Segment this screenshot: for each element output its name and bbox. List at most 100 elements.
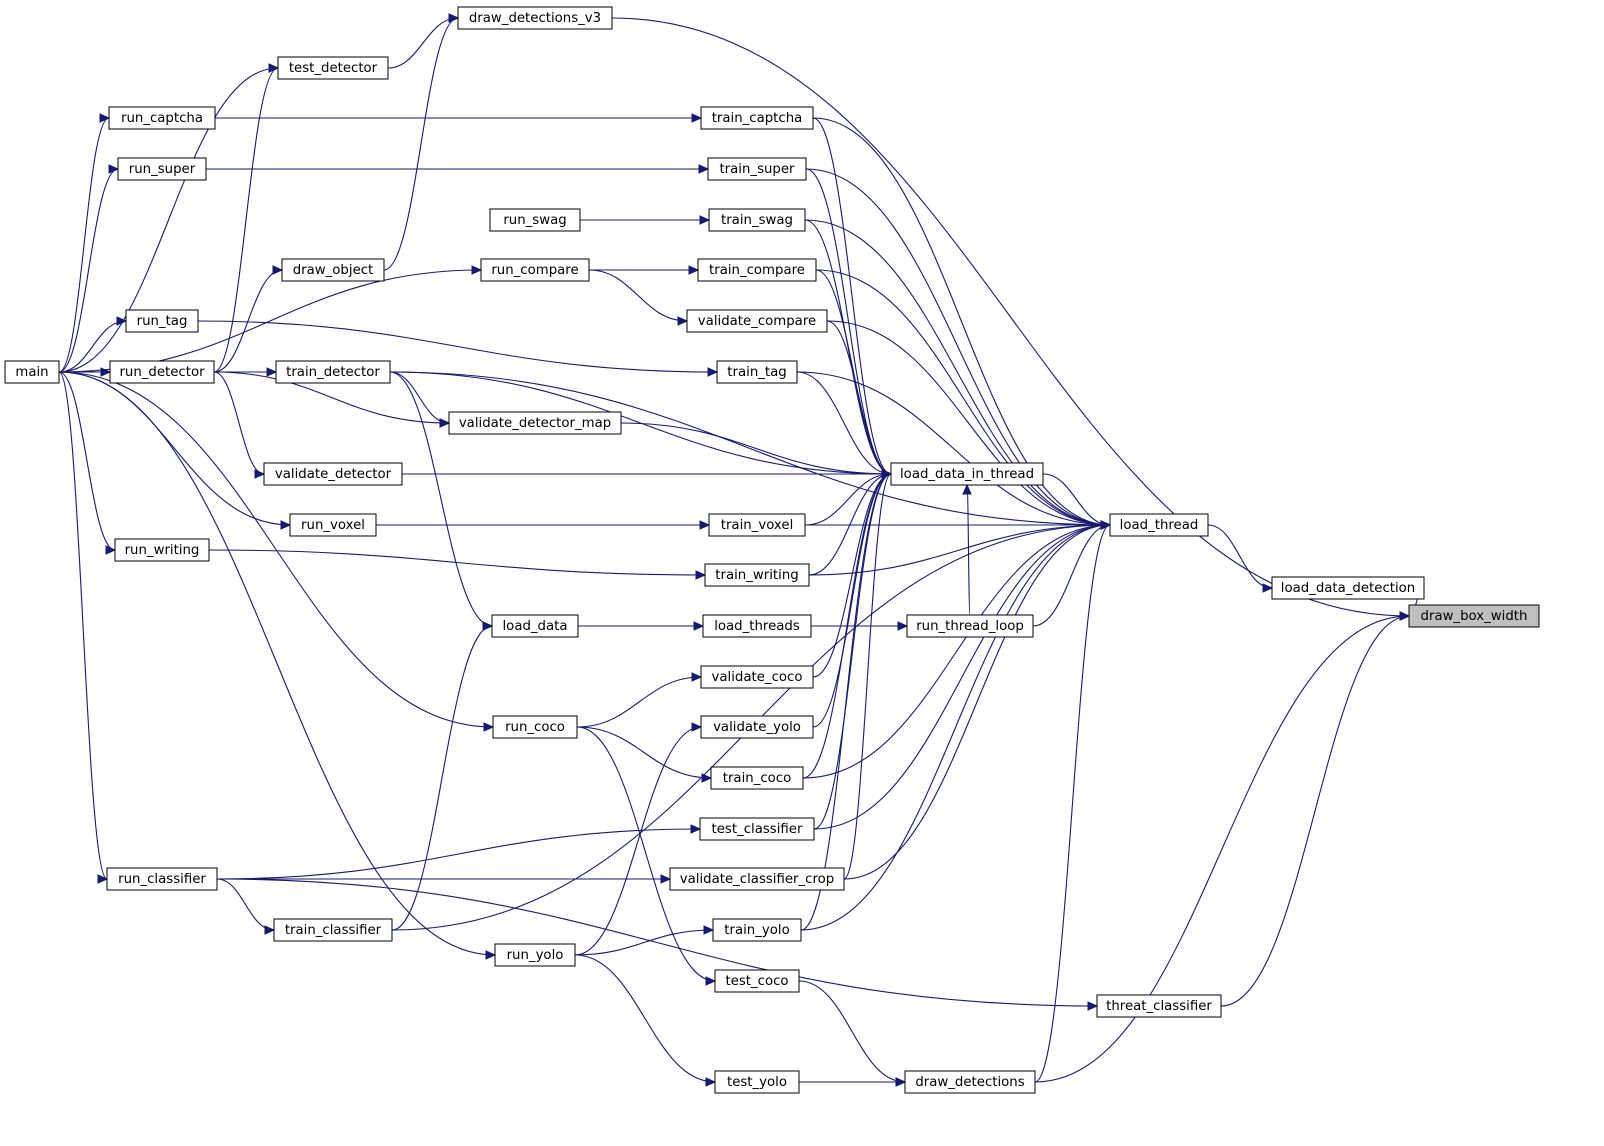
edge-line: [389, 371, 892, 475]
node-load_data_in_thread[interactable]: load_data_in_thread: [890, 462, 1044, 486]
node-load_data[interactable]: load_data: [491, 614, 579, 638]
node-label: test_classifier: [712, 822, 803, 837]
edge-run_yolo-to-train_yolo: [574, 925, 715, 956]
node-label: validate_detector: [275, 467, 392, 482]
arrowhead-icon: [881, 469, 893, 479]
edge-threat_classifier-to-draw_box_width: [1220, 611, 1411, 1007]
edge-line: [808, 524, 1111, 576]
arrowhead-icon: [691, 672, 703, 682]
node-label: train_detector: [286, 365, 380, 380]
node-train_detector[interactable]: train_detector: [275, 360, 391, 384]
arrowhead-icon: [272, 265, 284, 275]
node-train_yolo[interactable]: train_yolo: [712, 918, 802, 942]
node-run_swag[interactable]: run_swag: [489, 208, 581, 232]
edge-line: [812, 473, 892, 728]
edge-line: [798, 980, 906, 1083]
node-validate_classifier_crop[interactable]: validate_classifier_crop: [669, 867, 845, 891]
edge-line: [574, 929, 714, 956]
edge-line: [197, 320, 718, 373]
arrowhead-icon: [485, 950, 497, 960]
node-label: main: [15, 365, 48, 380]
edge-run_detector-to-test_detector: [213, 63, 280, 373]
node-label: load_thread: [1120, 518, 1199, 533]
node-validate_detector_map[interactable]: validate_detector_map: [448, 411, 622, 435]
node-box: [712, 918, 802, 942]
node-box: [489, 208, 581, 232]
node-box: [289, 513, 377, 537]
node-validate_yolo[interactable]: validate_yolo: [700, 715, 814, 739]
node-box: [448, 411, 622, 435]
edge-test_classifier-to-load_thread: [813, 520, 1112, 830]
node-train_swag[interactable]: train_swag: [708, 208, 806, 232]
arrowhead-icon: [703, 925, 715, 935]
edge-line: [802, 524, 1111, 779]
node-run_coco[interactable]: run_coco: [492, 715, 578, 739]
arrowhead-icon: [705, 976, 717, 986]
node-box: [699, 817, 815, 841]
edge-run_compare-to-train_compare: [589, 265, 700, 275]
arrowhead-icon: [116, 316, 128, 326]
edge-run_swag-to-train_swag: [580, 215, 711, 225]
node-box: [906, 614, 1034, 638]
edge-main-to-run_writing: [58, 371, 117, 555]
edge-main-to-run_yolo: [58, 371, 497, 960]
node-run_writing[interactable]: run_writing: [114, 538, 210, 562]
node-draw_object[interactable]: draw_object: [281, 258, 385, 282]
edge-line: [805, 168, 1111, 526]
node-run_yolo[interactable]: run_yolo: [494, 943, 576, 967]
node-run_voxel[interactable]: run_voxel: [289, 513, 377, 537]
node-main[interactable]: main: [4, 360, 60, 384]
node-train_super[interactable]: train_super: [707, 157, 807, 181]
node-train_writing[interactable]: train_writing: [704, 563, 810, 587]
edge-main-to-run_coco: [58, 371, 495, 732]
edge-line: [611, 17, 1410, 617]
node-load_thread[interactable]: load_thread: [1109, 513, 1209, 537]
node-validate_coco[interactable]: validate_coco: [700, 665, 814, 689]
node-draw_detections_v3[interactable]: draw_detections_v3: [457, 6, 613, 30]
node-box: [890, 462, 1044, 486]
node-train_coco[interactable]: train_coco: [710, 766, 804, 790]
node-validate_compare[interactable]: validate_compare: [686, 309, 828, 333]
node-threat_classifier[interactable]: threat_classifier: [1096, 994, 1222, 1018]
node-label: run_writing: [125, 543, 200, 558]
node-train_voxel[interactable]: train_voxel: [708, 513, 806, 537]
node-box: [281, 258, 385, 282]
edge-line: [213, 371, 265, 475]
node-load_threads[interactable]: load_threads: [702, 614, 812, 638]
arrowhead-icon: [439, 418, 451, 428]
edge-train_detector-to-validate_detector_map: [389, 371, 451, 428]
node-train_classifier[interactable]: train_classifier: [273, 918, 393, 942]
node-test_coco[interactable]: test_coco: [714, 969, 800, 993]
edge-line: [58, 117, 110, 373]
arrowhead-icon: [483, 722, 495, 732]
node-run_tag[interactable]: run_tag: [125, 309, 199, 333]
node-box: [697, 258, 817, 282]
node-train_compare[interactable]: train_compare: [697, 258, 817, 282]
node-test_yolo[interactable]: test_yolo: [714, 1070, 800, 1094]
node-run_captcha[interactable]: run_captcha: [108, 106, 216, 130]
node-run_super[interactable]: run_super: [117, 157, 207, 181]
node-draw_detections[interactable]: draw_detections: [904, 1070, 1036, 1094]
arrowhead-icon: [962, 483, 972, 495]
node-run_classifier[interactable]: run_classifier: [106, 867, 218, 891]
node-train_captcha[interactable]: train_captcha: [700, 106, 814, 130]
edge-line: [843, 524, 1111, 880]
node-load_data_detection[interactable]: load_data_detection: [1271, 576, 1425, 600]
node-draw_box_width[interactable]: draw_box_width: [1408, 604, 1540, 628]
edge-line: [804, 219, 1111, 526]
node-validate_detector[interactable]: validate_detector: [263, 462, 403, 486]
node-test_detector[interactable]: test_detector: [277, 56, 389, 80]
node-box: [114, 538, 210, 562]
edge-line: [58, 168, 119, 373]
node-run_thread_loop[interactable]: run_thread_loop: [906, 614, 1034, 638]
edge-main-to-run_tag: [58, 316, 128, 373]
edge-train_classifier-to-load_data: [391, 621, 494, 931]
edge-main-to-run_super: [58, 164, 120, 373]
node-run_detector[interactable]: run_detector: [109, 360, 215, 384]
node-train_tag[interactable]: train_tag: [716, 360, 798, 384]
arrowhead-icon: [280, 520, 292, 530]
edge-test_coco-to-draw_detections: [798, 980, 907, 1087]
node-run_compare[interactable]: run_compare: [480, 258, 590, 282]
node-box: [491, 614, 579, 638]
node-test_classifier[interactable]: test_classifier: [699, 817, 815, 841]
